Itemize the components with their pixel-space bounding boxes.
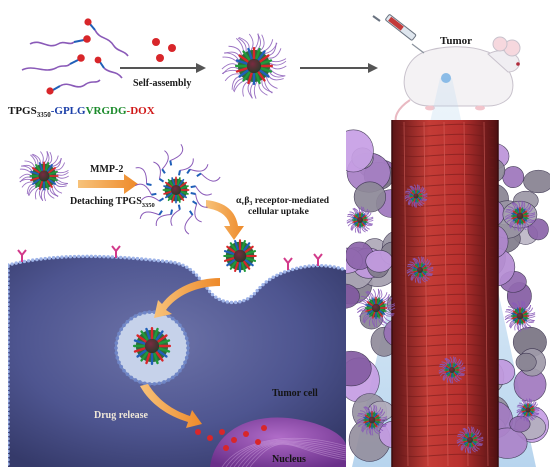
nucleus-label: Nucleus [272,454,306,465]
tumor-label: Tumor [440,35,472,47]
tumor-spot [441,73,451,83]
nucleus [210,417,346,467]
conjugate-label: TPGS3350-GPLGVRGDG-DOX [8,105,155,119]
conjugate-molecules [21,18,129,95]
mmp2-label: MMP-2 [90,164,123,175]
uptake-label-line2: cellular uptake [248,207,309,217]
self-assembly-label: Self-assembly [133,78,191,89]
assembled-micelle [221,33,287,99]
drug-release-label: Drug release [94,410,149,421]
tumor-tissue [328,120,550,467]
mmp2-arrow [78,174,138,194]
tumor-cell-label: Tumor cell [272,388,318,399]
endocytosis-arrow [154,278,220,318]
mouse-illustration [394,36,521,127]
detaching-label: Detaching TPGS3350 [70,196,155,209]
uptake-label-line1: αvβ3 receptor-mediated [236,196,330,207]
free-dox-dots [152,38,176,62]
receptors [17,245,323,270]
syringe-icon [372,14,425,54]
released-drug [195,425,267,451]
uptake-arrow [206,200,244,240]
drug-release-arrow [140,384,202,428]
cellular-panel [8,130,346,467]
